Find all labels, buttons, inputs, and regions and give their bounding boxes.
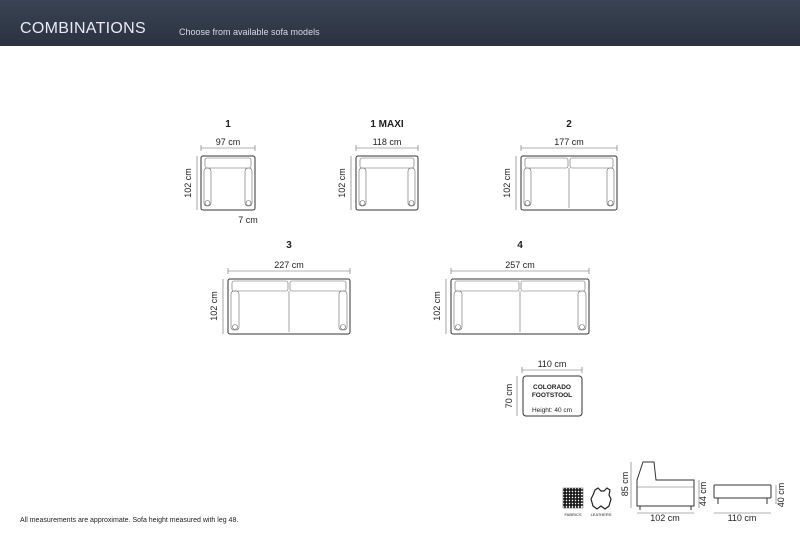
sofa-outline — [520, 155, 618, 211]
seat-height-label: 44 cm — [698, 482, 708, 507]
depth-label: 102 cm — [209, 291, 219, 321]
sofa-model-4: 4 257 cm 102 cm — [432, 240, 590, 335]
leather-hide-icon — [590, 487, 612, 510]
side-height-label: 85 cm — [620, 472, 630, 497]
page-title: COMBINATIONS — [20, 20, 146, 37]
width-label: 118 cm — [373, 137, 402, 147]
fabrics-label: FABRICS — [564, 512, 581, 517]
leathers-legend: LEATHERS — [590, 487, 612, 517]
sofa-side-view: 85 cm 44 cm 102 cm — [620, 461, 708, 523]
footstool-height-note: Height: 40 cm — [532, 407, 572, 414]
footstool-side-profile — [713, 484, 772, 499]
sofa-outline — [227, 278, 351, 335]
depth-label: 102 cm — [432, 291, 442, 321]
width-label: 257 cm — [505, 260, 535, 270]
sofa-model-1: 1 97 cm 102 cm 7 cm — [183, 119, 258, 225]
sofa-outline — [450, 278, 590, 335]
model-label: 2 — [566, 119, 572, 130]
footstool-name-2: FOOTSTOOL — [532, 392, 572, 399]
fabrics-legend: FABRICS — [562, 487, 584, 517]
sofa-model-2: 2 177 cm 102 cm — [502, 119, 618, 211]
footstool-name-1: COLORADO — [533, 384, 571, 391]
footer-note: All measurements are approximate. Sofa h… — [20, 517, 239, 524]
depth-label: 102 cm — [502, 168, 512, 198]
footstool-side-width-label: 110 cm — [728, 513, 757, 523]
depth-label: 102 cm — [183, 168, 193, 198]
sofa-model-1-maxi: 1 MAXI 118 cm 102 cm — [337, 119, 419, 211]
fabric-grid-icon — [562, 487, 584, 509]
sofa-model-3: 3 227 cm 102 cm — [209, 240, 351, 335]
width-label: 97 cm — [216, 137, 241, 147]
model-label: 3 — [286, 240, 292, 251]
footstool-outline — [522, 375, 583, 417]
width-label: 177 cm — [554, 137, 584, 147]
side-depth-label: 102 cm — [650, 513, 680, 523]
depth-label: 102 cm — [337, 168, 347, 198]
page-subtitle: Choose from available sofa models — [179, 27, 320, 37]
footstool: 110 cm 70 cm COLORADO FOOTSTOOL Height: … — [504, 359, 583, 417]
sofa-outline — [355, 155, 419, 211]
footstool-width-label: 110 cm — [538, 359, 567, 369]
arm-width-label: 7 cm — [238, 215, 258, 225]
model-label: 1 — [225, 119, 231, 130]
footstool-side-height-label: 40 cm — [776, 483, 786, 508]
width-label: 227 cm — [274, 260, 304, 270]
leathers-label: LEATHERS — [591, 512, 612, 517]
model-label: 4 — [517, 240, 523, 251]
side-profile — [636, 461, 695, 507]
sofa-outline — [200, 155, 256, 211]
model-label: 1 MAXI — [370, 119, 404, 130]
header-bar: COMBINATIONS Choose from available sofa … — [0, 0, 800, 46]
footstool-depth-label: 70 cm — [504, 384, 514, 409]
footstool-side-view: 40 cm 110 cm — [713, 483, 786, 523]
